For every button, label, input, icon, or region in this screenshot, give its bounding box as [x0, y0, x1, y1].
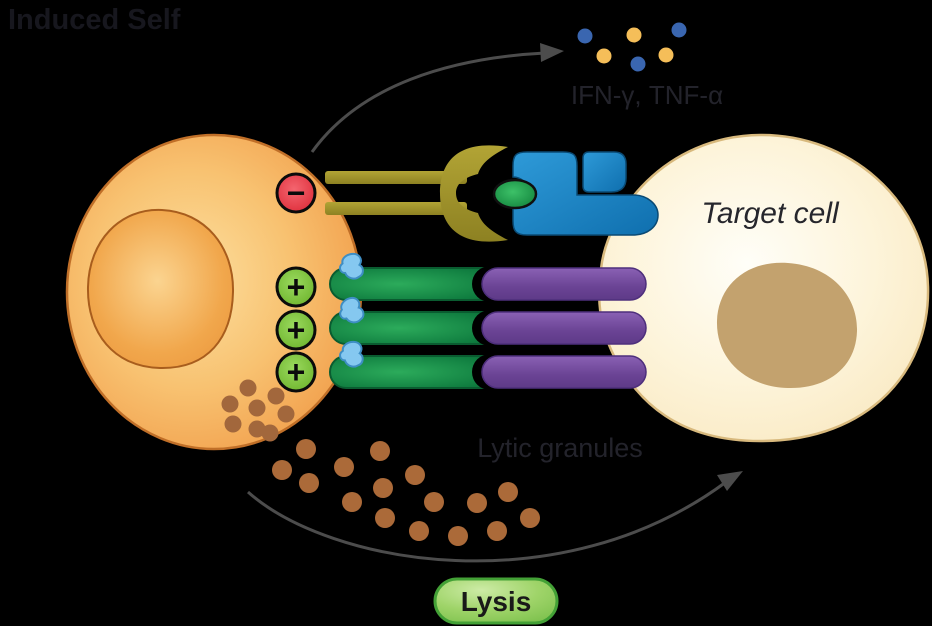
lysis-pill: Lysis — [433, 577, 559, 625]
mhc-ligand-blue — [512, 151, 659, 236]
granule-dot — [299, 473, 319, 493]
minus-icon: − — [287, 175, 306, 211]
granule-dot — [467, 493, 487, 513]
lysis-arrow — [247, 471, 743, 563]
glycan-splash-icon — [339, 340, 364, 368]
cytokine-dot — [630, 56, 646, 72]
glycan-splash-icon — [339, 252, 364, 280]
receptor-claw — [440, 145, 508, 242]
cytokine-dots-yellow — [596, 27, 674, 64]
granule-dot — [370, 441, 390, 461]
lytic-granules-label: Lytic granules — [477, 433, 643, 463]
activating-signal-badge: + — [275, 351, 317, 393]
arrowhead-icon — [540, 43, 564, 62]
target-cell: Target cell — [597, 133, 930, 443]
granule-dot — [520, 508, 540, 528]
granule-dot — [277, 405, 295, 423]
lysis-pill-shape — [433, 577, 559, 625]
activating-receptor-pairs — [329, 252, 647, 390]
granule-dot — [342, 492, 362, 512]
cytokine-dot — [626, 27, 642, 43]
secreted-lytic-granules — [272, 439, 540, 546]
granule-dot — [373, 478, 393, 498]
mhc-body — [512, 151, 659, 236]
plus-badge-circle — [275, 266, 317, 308]
arrow-curve — [247, 480, 727, 563]
target-cell-nucleus — [716, 262, 858, 389]
plus-badge-circle — [275, 351, 317, 393]
stress-ligand-purple — [481, 267, 647, 301]
granule-dot — [267, 387, 285, 405]
nk-cell-nucleus — [86, 208, 235, 370]
inhibitory-signal-badge: − — [275, 172, 317, 214]
stress-ligand-purple — [481, 311, 647, 345]
minus-badge-circle — [275, 172, 317, 214]
granule-dot — [375, 508, 395, 528]
granule-dot — [405, 465, 425, 485]
granule-dot — [296, 439, 316, 459]
lysis-label: Lysis — [461, 586, 532, 617]
granule-dot — [424, 492, 444, 512]
plus-icon: + — [287, 312, 306, 348]
activating-signal-badges: + + + — [275, 266, 317, 393]
stress-ligand-purple — [481, 355, 647, 389]
granule-dot — [498, 482, 518, 502]
granule-dot — [221, 395, 239, 413]
granule-dot — [248, 399, 266, 417]
arrow-curve — [310, 51, 546, 153]
granule-dot — [261, 424, 279, 442]
granule-dot — [239, 379, 257, 397]
plus-icon: + — [287, 354, 306, 390]
cytokine-dot — [577, 28, 593, 44]
activating-signal-badge: + — [275, 309, 317, 351]
mhc-domain — [582, 151, 627, 193]
activating-signal-badge: + — [275, 266, 317, 308]
lytic-granule-cluster — [221, 379, 295, 442]
nk-cell — [65, 133, 363, 451]
cytokine-secretion-arrow — [310, 43, 564, 153]
target-cell-label: Target cell — [701, 197, 840, 230]
glycan-splash-icon — [339, 296, 365, 324]
cytokines-label: IFN-γ, TNF-α — [571, 80, 723, 110]
peptide-green — [492, 178, 538, 210]
cytokine-dot — [671, 22, 687, 38]
plus-icon: + — [287, 269, 306, 305]
granule-dot — [448, 526, 468, 546]
inhibitory-receptor-olive — [325, 145, 508, 242]
receptor-stalk — [325, 202, 467, 215]
cytokine-dots-blue — [577, 22, 687, 72]
plus-badge-circle — [275, 309, 317, 351]
granule-dot — [334, 457, 354, 477]
receptor-stalk — [325, 171, 467, 184]
granule-dot — [248, 420, 266, 438]
granule-dot — [409, 521, 429, 541]
cytokine-dot — [596, 48, 612, 64]
page-title: Induced Self — [8, 4, 181, 36]
cytokine-dot — [658, 47, 674, 63]
arrowhead-icon — [717, 471, 743, 491]
granule-dot — [272, 460, 292, 480]
granule-dot — [224, 415, 242, 433]
granule-dot — [487, 521, 507, 541]
